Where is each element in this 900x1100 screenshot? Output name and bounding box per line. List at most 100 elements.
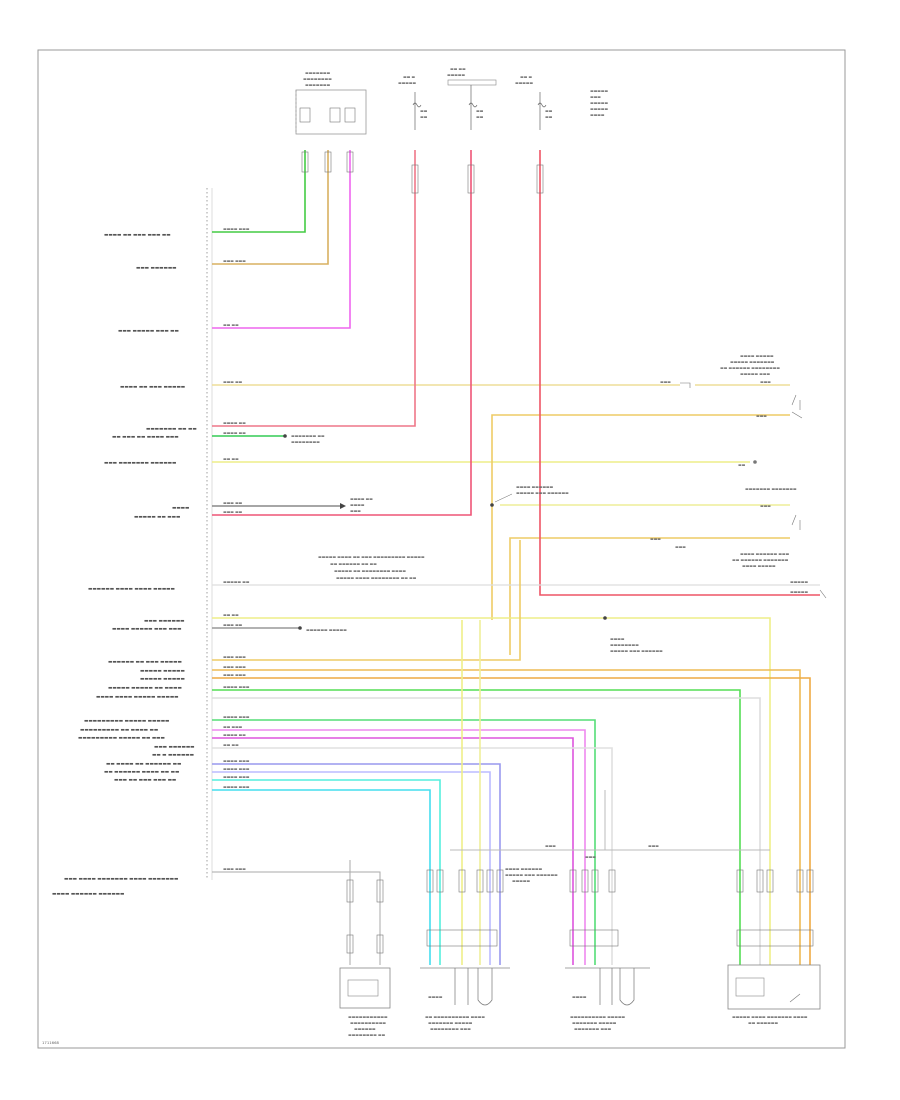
svg-text:▬▬▬▬ ▬▬: ▬▬▬▬ ▬▬ [223,430,246,435]
svg-text:▬▬▬▬ ▬▬▬▬▬▬ ▬▬▬▬▬▬: ▬▬▬▬ ▬▬▬▬▬▬ ▬▬▬▬▬▬ [52,892,124,897]
svg-text:▬▬▬▬▬: ▬▬▬▬▬ [590,100,608,105]
wire-cyan-2 [212,789,431,965]
svg-text:▬▬▬▬▬▬▬ ▬▬▬▬▬: ▬▬▬▬▬▬▬ ▬▬▬▬▬ [428,1020,473,1025]
svg-text:▬▬: ▬▬ [420,114,428,119]
svg-text:▬▬▬: ▬▬▬ [590,94,601,99]
svg-text:▬▬ ▬▬: ▬▬ ▬▬ [223,322,239,327]
svg-text:▬▬ ▬▬▬▬▬▬ ▬▬ ▬▬: ▬▬ ▬▬▬▬▬▬ ▬▬ ▬▬ [330,561,377,566]
svg-text:▬▬▬: ▬▬▬ [648,843,659,848]
svg-text:▬▬▬▬: ▬▬▬▬ [610,636,625,641]
wire-green-4 [212,719,596,965]
wire-code-labels: ▬▬▬▬ ▬▬▬ ▬▬▬ ▬▬▬ ▬▬ ▬▬ ▬▬▬ ▬▬ ▬▬▬▬ ▬▬ ▬▬… [223,226,250,871]
fuse-labels-top: ▬▬ ▬ ▬▬▬▬▬ ▬▬ ▬▬ ▬▬▬▬▬ ▬▬ ▬ ▬▬▬▬▬ ▬▬▬▬▬ … [398,66,608,117]
svg-text:▬▬▬: ▬▬▬ [756,413,767,418]
connector-marks [301,151,544,194]
svg-text:▬▬▬▬▬▬▬▬ ▬▬▬: ▬▬▬▬▬▬▬▬ ▬▬▬ [430,1026,471,1031]
wire-lightgray-1 [212,697,761,965]
svg-text:▬▬ ▬▬: ▬▬ ▬▬ [223,612,239,617]
svg-text:▬▬▬▬ ▬▬▬: ▬▬▬▬ ▬▬▬ [223,774,250,779]
svg-text:▬▬▬▬: ▬▬▬▬ [590,112,605,117]
svg-text:▬▬▬▬ ▬▬ ▬▬▬ ▬▬▬▬▬: ▬▬▬▬ ▬▬ ▬▬▬ ▬▬▬▬▬ [120,385,185,390]
svg-text:▬▬: ▬▬ [420,108,428,113]
svg-text:▬▬▬: ▬▬▬ [585,854,596,859]
bottom-actuator-4: ▬▬▬▬▬ ▬▬▬▬ ▬▬▬▬▬▬▬ ▬▬▬▬ ▬▬ ▬▬▬▬▬▬ [727,964,821,1025]
svg-text:▬▬▬▬ ▬▬▬: ▬▬▬▬ ▬▬▬ [223,784,250,789]
svg-text:▬▬▬: ▬▬▬ [660,379,671,384]
bottom-actuator-3: ▬▬▬▬ ▬▬▬▬▬▬▬▬▬▬ ▬▬▬▬▬ ▬▬▬▬▬▬▬ ▬▬▬▬▬ ▬▬▬▬… [565,967,650,1031]
svg-text:▬▬▬▬ ▬▬: ▬▬▬▬ ▬▬ [223,732,246,737]
svg-text:▬▬ ▬: ▬▬ ▬ [520,74,532,79]
svg-text:▬▬▬▬ ▬▬▬▬▬▬: ▬▬▬▬ ▬▬▬▬▬▬ [505,866,542,871]
svg-text:▬▬▬▬ ▬▬▬▬▬▬ ▬▬▬: ▬▬▬▬ ▬▬▬▬▬▬ ▬▬▬ [740,551,789,556]
wire-red-2 [212,150,472,516]
top-sensor-module: ▬▬▬▬▬▬▬ ▬▬▬▬▬▬▬▬ ▬▬▬▬▬▬▬ [295,70,367,135]
svg-text:▬▬▬ ▬▬: ▬▬▬ ▬▬ [223,500,243,505]
right-connectors [680,382,827,599]
wire-green-1 [212,150,306,233]
svg-text:▬▬ ▬▬▬▬▬▬▬▬▬▬ ▬▬▬▬: ▬▬ ▬▬▬▬▬▬▬▬▬▬ ▬▬▬▬ [425,1014,485,1019]
svg-text:▬▬▬ ▬▬▬▬▬▬▬ ▬▬▬▬▬▬: ▬▬▬ ▬▬▬▬▬▬▬ ▬▬▬▬▬▬ [104,461,176,466]
svg-text:▬▬▬▬▬ ▬▬▬ ▬▬▬▬▬▬: ▬▬▬▬▬ ▬▬▬ ▬▬▬▬▬▬ [505,872,558,877]
svg-text:▬▬▬▬ ▬▬ ▬▬▬ ▬▬▬ ▬▬: ▬▬▬▬ ▬▬ ▬▬▬ ▬▬▬ ▬▬ [104,233,171,238]
bottom-actuator-2: ▬▬▬▬ ▬▬ ▬▬▬▬▬▬▬▬▬▬ ▬▬▬▬ ▬▬▬▬▬▬▬ ▬▬▬▬▬ ▬▬… [420,967,510,1031]
svg-text:▬▬▬: ▬▬▬ [650,536,661,541]
svg-text:▬▬▬ ▬▬▬: ▬▬▬ ▬▬▬ [223,672,246,677]
svg-text:▬▬▬: ▬▬▬ [350,508,361,513]
svg-text:▬▬▬▬: ▬▬▬▬ [172,506,189,511]
svg-text:▬▬▬ ▬▬▬▬▬▬: ▬▬▬ ▬▬▬▬▬▬ [144,619,185,624]
svg-text:▬▬ ▬▬: ▬▬ ▬▬ [223,456,239,461]
svg-text:▬▬▬▬ ▬▬▬: ▬▬▬▬ ▬▬▬ [223,766,250,771]
svg-text:▬▬ ▬: ▬▬ ▬ [403,74,415,79]
right-side-labels: ▬▬▬▬ ▬▬▬▬▬ ▬▬▬▬▬ ▬▬▬▬▬▬▬ ▬▬ ▬▬▬▬▬▬ ▬▬▬▬▬… [650,353,808,594]
svg-text:▬▬: ▬▬ [476,114,484,119]
wire-gray-3 [212,871,381,965]
svg-text:▬▬▬▬▬ ▬▬▬▬▬ ▬▬ ▬▬▬▬: ▬▬▬▬▬ ▬▬▬▬▬ ▬▬ ▬▬▬▬ [108,686,182,691]
svg-text:▬▬ ▬▬▬▬▬▬ ▬▬▬▬ ▬▬ ▬▬: ▬▬ ▬▬▬▬▬▬ ▬▬▬▬ ▬▬ ▬▬ [104,770,179,775]
svg-text:▬▬▬▬▬▬▬ ▬▬▬▬▬▬▬: ▬▬▬▬▬▬▬ ▬▬▬▬▬▬▬ [745,486,797,491]
svg-text:▬▬▬▬▬▬▬▬: ▬▬▬▬▬▬▬▬ [610,642,639,647]
svg-text:▬▬▬▬▬ ▬▬▬▬ ▬▬ ▬▬▬ ▬▬▬▬▬▬▬▬▬ ▬▬: ▬▬▬▬▬ ▬▬▬▬ ▬▬ ▬▬▬ ▬▬▬▬▬▬▬▬▬ ▬▬▬▬▬ [318,554,425,559]
svg-text:▬▬▬▬▬▬ ▬▬▬▬ ▬▬▬▬ ▬▬▬▬▬: ▬▬▬▬▬▬ ▬▬▬▬ ▬▬▬▬ ▬▬▬▬▬ [88,587,175,592]
svg-text:▬▬▬ ▬▬: ▬▬▬ ▬▬ [223,379,243,384]
svg-text:▬▬▬▬▬▬▬▬▬ ▬▬ ▬▬▬▬ ▬▬: ▬▬▬▬▬▬▬▬▬ ▬▬ ▬▬▬▬ ▬▬ [80,728,158,733]
svg-text:▬▬ ▬▬▬ ▬▬ ▬▬▬▬ ▬▬▬: ▬▬ ▬▬▬ ▬▬ ▬▬▬▬ ▬▬▬ [112,435,179,440]
svg-text:▬▬▬▬▬: ▬▬▬▬▬ [790,589,808,594]
svg-text:▬▬▬▬▬▬▬▬▬▬: ▬▬▬▬▬▬▬▬▬▬ [350,1020,386,1025]
svg-text:▬▬▬ ▬▬▬▬▬▬: ▬▬▬ ▬▬▬▬▬▬ [136,266,177,271]
svg-text:▬▬▬ ▬▬▬: ▬▬▬ ▬▬▬ [223,866,246,871]
svg-text:▬▬▬▬▬▬▬ ▬▬▬▬▬: ▬▬▬▬▬▬▬ ▬▬▬▬▬ [572,1020,617,1025]
svg-text:▬▬: ▬▬ [476,108,484,113]
svg-text:▬▬ ▬▬▬▬▬▬: ▬▬ ▬▬▬▬▬▬ [748,1020,778,1025]
svg-text:▬▬ ▬▬▬: ▬▬ ▬▬▬ [223,724,243,729]
svg-text:▬▬: ▬▬ [545,108,553,113]
svg-text:▬▬▬▬▬▬▬: ▬▬▬▬▬▬▬ [305,70,331,75]
module-pin-labels: ▬▬▬▬ ▬▬ ▬▬▬ ▬▬▬ ▬▬ ▬▬▬ ▬▬▬▬▬▬ ▬▬▬ ▬▬▬▬▬ … [52,233,197,897]
svg-text:▬▬▬▬ ▬▬▬▬▬ ▬▬▬ ▬▬▬: ▬▬▬▬ ▬▬▬▬▬ ▬▬▬ ▬▬▬ [112,627,182,632]
svg-text:▬▬: ▬▬ [738,462,746,467]
wire-red-3 [539,150,820,596]
svg-text:▬▬▬▬ ▬▬▬: ▬▬▬▬ ▬▬▬ [223,226,250,231]
svg-text:▬▬▬ ▬▬▬: ▬▬▬ ▬▬▬ [223,664,246,669]
hvac-control-module-connector [206,188,213,880]
svg-text:▬▬▬▬▬ ▬▬▬▬ ▬▬▬▬▬▬▬ ▬▬▬▬: ▬▬▬▬▬ ▬▬▬▬ ▬▬▬▬▬▬▬ ▬▬▬▬ [732,1014,808,1019]
svg-text:▬▬▬▬ ▬▬▬: ▬▬▬▬ ▬▬▬ [223,714,250,719]
svg-text:▬▬▬▬▬ ▬▬▬: ▬▬▬▬▬ ▬▬▬ [740,371,770,376]
wire-orange-5 [212,677,811,965]
svg-text:▬▬▬▬ ▬▬▬▬▬: ▬▬▬▬ ▬▬▬▬▬ [742,563,776,568]
svg-text:▬▬ ▬▬▬▬ ▬▬ ▬▬▬▬▬▬ ▬▬: ▬▬ ▬▬▬▬ ▬▬ ▬▬▬▬▬▬ ▬▬ [106,762,181,767]
svg-text:▬▬▬▬ ▬▬: ▬▬▬▬ ▬▬ [223,420,246,425]
svg-text:▬▬ ▬▬: ▬▬ ▬▬ [450,66,466,71]
wire-orange-3 [212,540,521,661]
wire-orange-4 [212,669,801,965]
svg-text:▬▬▬▬▬▬▬▬▬ ▬▬▬▬▬ ▬▬▬▬▬: ▬▬▬▬▬▬▬▬▬ ▬▬▬▬▬ ▬▬▬▬▬ [84,719,169,724]
svg-text:▬▬▬: ▬▬▬ [760,379,771,384]
footer-code: 1711668 [42,1040,59,1045]
svg-text:▬▬▬▬▬ ▬▬ ▬▬▬▬▬▬▬▬ ▬▬▬▬: ▬▬▬▬▬ ▬▬ ▬▬▬▬▬▬▬▬ ▬▬▬▬ [334,568,406,573]
svg-text:▬▬▬ ▬▬: ▬▬▬ ▬▬ [223,622,243,627]
wire-orange-1 [491,414,790,620]
svg-text:▬▬▬ ▬▬▬▬▬▬: ▬▬▬ ▬▬▬▬▬▬ [154,745,195,750]
svg-text:▬▬▬: ▬▬▬ [760,503,771,508]
wire-lightgray-2 [212,747,613,965]
svg-text:▬▬▬ ▬▬: ▬▬▬ ▬▬ [223,509,243,514]
